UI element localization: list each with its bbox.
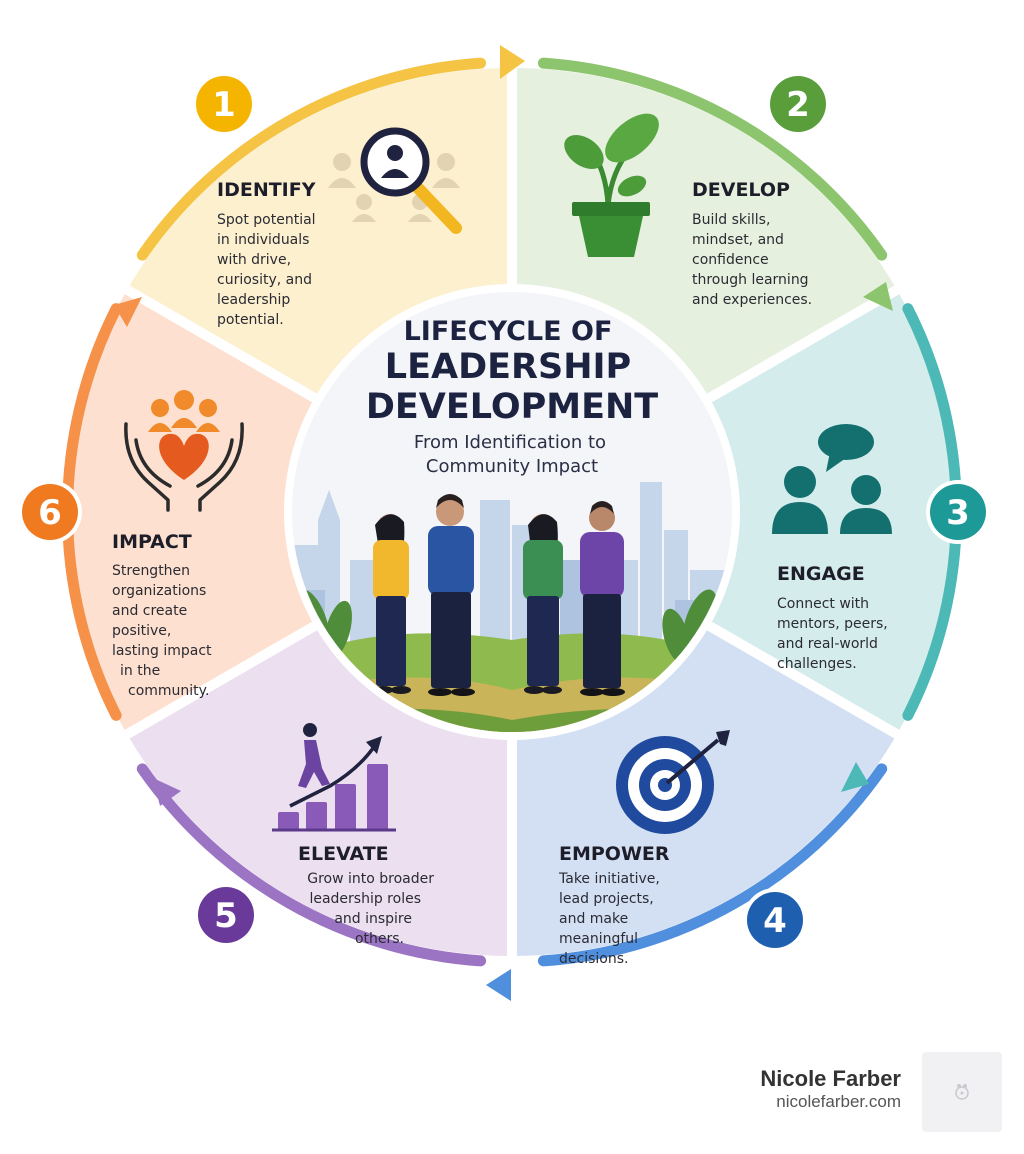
svg-text:and create: and create bbox=[112, 603, 187, 619]
svg-text:meaningful: meaningful bbox=[559, 931, 638, 947]
people-chat-icon bbox=[772, 424, 892, 534]
number-badge-5: 5 bbox=[194, 883, 258, 947]
svg-text:4: 4 bbox=[763, 901, 787, 941]
number-badge-3: 3 bbox=[926, 480, 990, 544]
arrowhead-empower bbox=[486, 969, 511, 1001]
center-title-line-2: LEADERSHIP bbox=[385, 347, 631, 387]
climbing-bars-icon bbox=[272, 723, 396, 832]
number-badge-1: 1 bbox=[192, 72, 256, 136]
svg-text:confidence: confidence bbox=[692, 252, 769, 268]
stage-description-elevate: Grow into broader leadership roles and i… bbox=[307, 871, 434, 947]
svg-text:community.: community. bbox=[128, 683, 209, 699]
svg-text:Spot potential: Spot potential bbox=[217, 212, 316, 228]
arrowhead-elevate bbox=[153, 778, 181, 806]
brand-url[interactable]: nicolefarber.com bbox=[776, 1092, 901, 1111]
svg-text:6: 6 bbox=[38, 493, 62, 533]
magnifier-person-icon bbox=[328, 127, 462, 234]
stage-description-identify: Spot potential in individuals with drive… bbox=[217, 212, 316, 328]
svg-text:Grow into broader: Grow into broader bbox=[307, 871, 434, 887]
plant-pot-icon bbox=[564, 113, 659, 257]
center-subtitle-line-2: Community Impact bbox=[426, 456, 598, 477]
stage-description-empower: Take initiative, lead projects, and make… bbox=[558, 871, 660, 967]
footer: Nicole Farber nicolefarber.com bbox=[0, 1030, 1024, 1154]
svg-text:potential.: potential. bbox=[217, 312, 284, 328]
svg-text:with drive,: with drive, bbox=[217, 252, 291, 268]
brand-logo-icon bbox=[922, 1052, 1002, 1132]
svg-text:organizations: organizations bbox=[112, 583, 206, 599]
lifecycle-diagram: LIFECYCLE OF LEADERSHIP DEVELOPMENT From… bbox=[18, 45, 990, 1001]
arc-identify bbox=[136, 57, 487, 261]
svg-text:leadership: leadership bbox=[217, 292, 290, 308]
svg-text:decisions.: decisions. bbox=[559, 951, 628, 967]
stage-title-empower: EMPOWER bbox=[559, 843, 670, 865]
svg-text:leadership roles: leadership roles bbox=[309, 891, 421, 907]
svg-text:3: 3 bbox=[946, 493, 970, 533]
arrowhead-impact bbox=[114, 297, 142, 327]
brand-name: Nicole Farber bbox=[760, 1066, 901, 1091]
svg-text:1: 1 bbox=[212, 85, 236, 125]
hands-heart-icon bbox=[124, 390, 244, 512]
svg-text:and experiences.: and experiences. bbox=[692, 292, 812, 308]
stage-title-elevate: ELEVATE bbox=[298, 843, 389, 865]
svg-text:lasting impact: lasting impact bbox=[112, 643, 212, 659]
arc-empower bbox=[537, 763, 888, 967]
svg-text:lead projects,: lead projects, bbox=[559, 891, 654, 907]
stage-title-develop: DEVELOP bbox=[692, 179, 790, 201]
svg-text:and make: and make bbox=[559, 911, 628, 927]
stage-title-engage: ENGAGE bbox=[777, 563, 865, 585]
svg-text:challenges.: challenges. bbox=[777, 656, 857, 672]
center-title-line-1: LIFECYCLE OF bbox=[404, 316, 613, 347]
svg-text:mindset, and: mindset, and bbox=[692, 232, 784, 248]
svg-text:5: 5 bbox=[214, 896, 238, 936]
center-title-line-3: DEVELOPMENT bbox=[366, 387, 658, 427]
center-subtitle-line-1: From Identification to bbox=[414, 432, 606, 453]
arc-develop bbox=[537, 57, 888, 261]
svg-text:and inspire: and inspire bbox=[334, 911, 412, 927]
svg-text:Take initiative,: Take initiative, bbox=[558, 871, 660, 887]
stage-description-engage: Connect with mentors, peers, and real-wo… bbox=[777, 596, 888, 672]
svg-text:Connect with: Connect with bbox=[777, 596, 869, 612]
arrowhead-identify bbox=[500, 45, 525, 79]
svg-text:others.: others. bbox=[355, 931, 404, 947]
number-badge-4: 4 bbox=[743, 888, 807, 952]
arc-elevate bbox=[136, 763, 487, 967]
svg-text:Build skills,: Build skills, bbox=[692, 212, 770, 228]
arrowhead-develop bbox=[863, 282, 893, 311]
number-badge-6: 6 bbox=[18, 480, 82, 544]
stage-description-develop: Build skills, mindset, and confidence th… bbox=[692, 212, 812, 308]
target-arrow-icon bbox=[616, 730, 730, 834]
arrowhead-engage bbox=[841, 762, 869, 792]
stage-title-identify: IDENTIFY bbox=[217, 179, 316, 201]
svg-text:in individuals: in individuals bbox=[217, 232, 309, 248]
stage-title-impact: IMPACT bbox=[112, 531, 192, 553]
svg-text:and real-world: and real-world bbox=[777, 636, 878, 652]
svg-text:mentors, peers,: mentors, peers, bbox=[777, 616, 888, 632]
svg-text:through learning: through learning bbox=[692, 272, 809, 288]
svg-text:Strengthen: Strengthen bbox=[112, 563, 190, 579]
svg-text:positive,: positive, bbox=[112, 623, 171, 639]
number-badge-2: 2 bbox=[766, 72, 830, 136]
svg-text:2: 2 bbox=[786, 85, 810, 125]
svg-text:curiosity, and: curiosity, and bbox=[217, 272, 312, 288]
stage-description-impact: Strengthen organizations and create posi… bbox=[112, 563, 212, 699]
svg-text:in the: in the bbox=[120, 663, 160, 679]
